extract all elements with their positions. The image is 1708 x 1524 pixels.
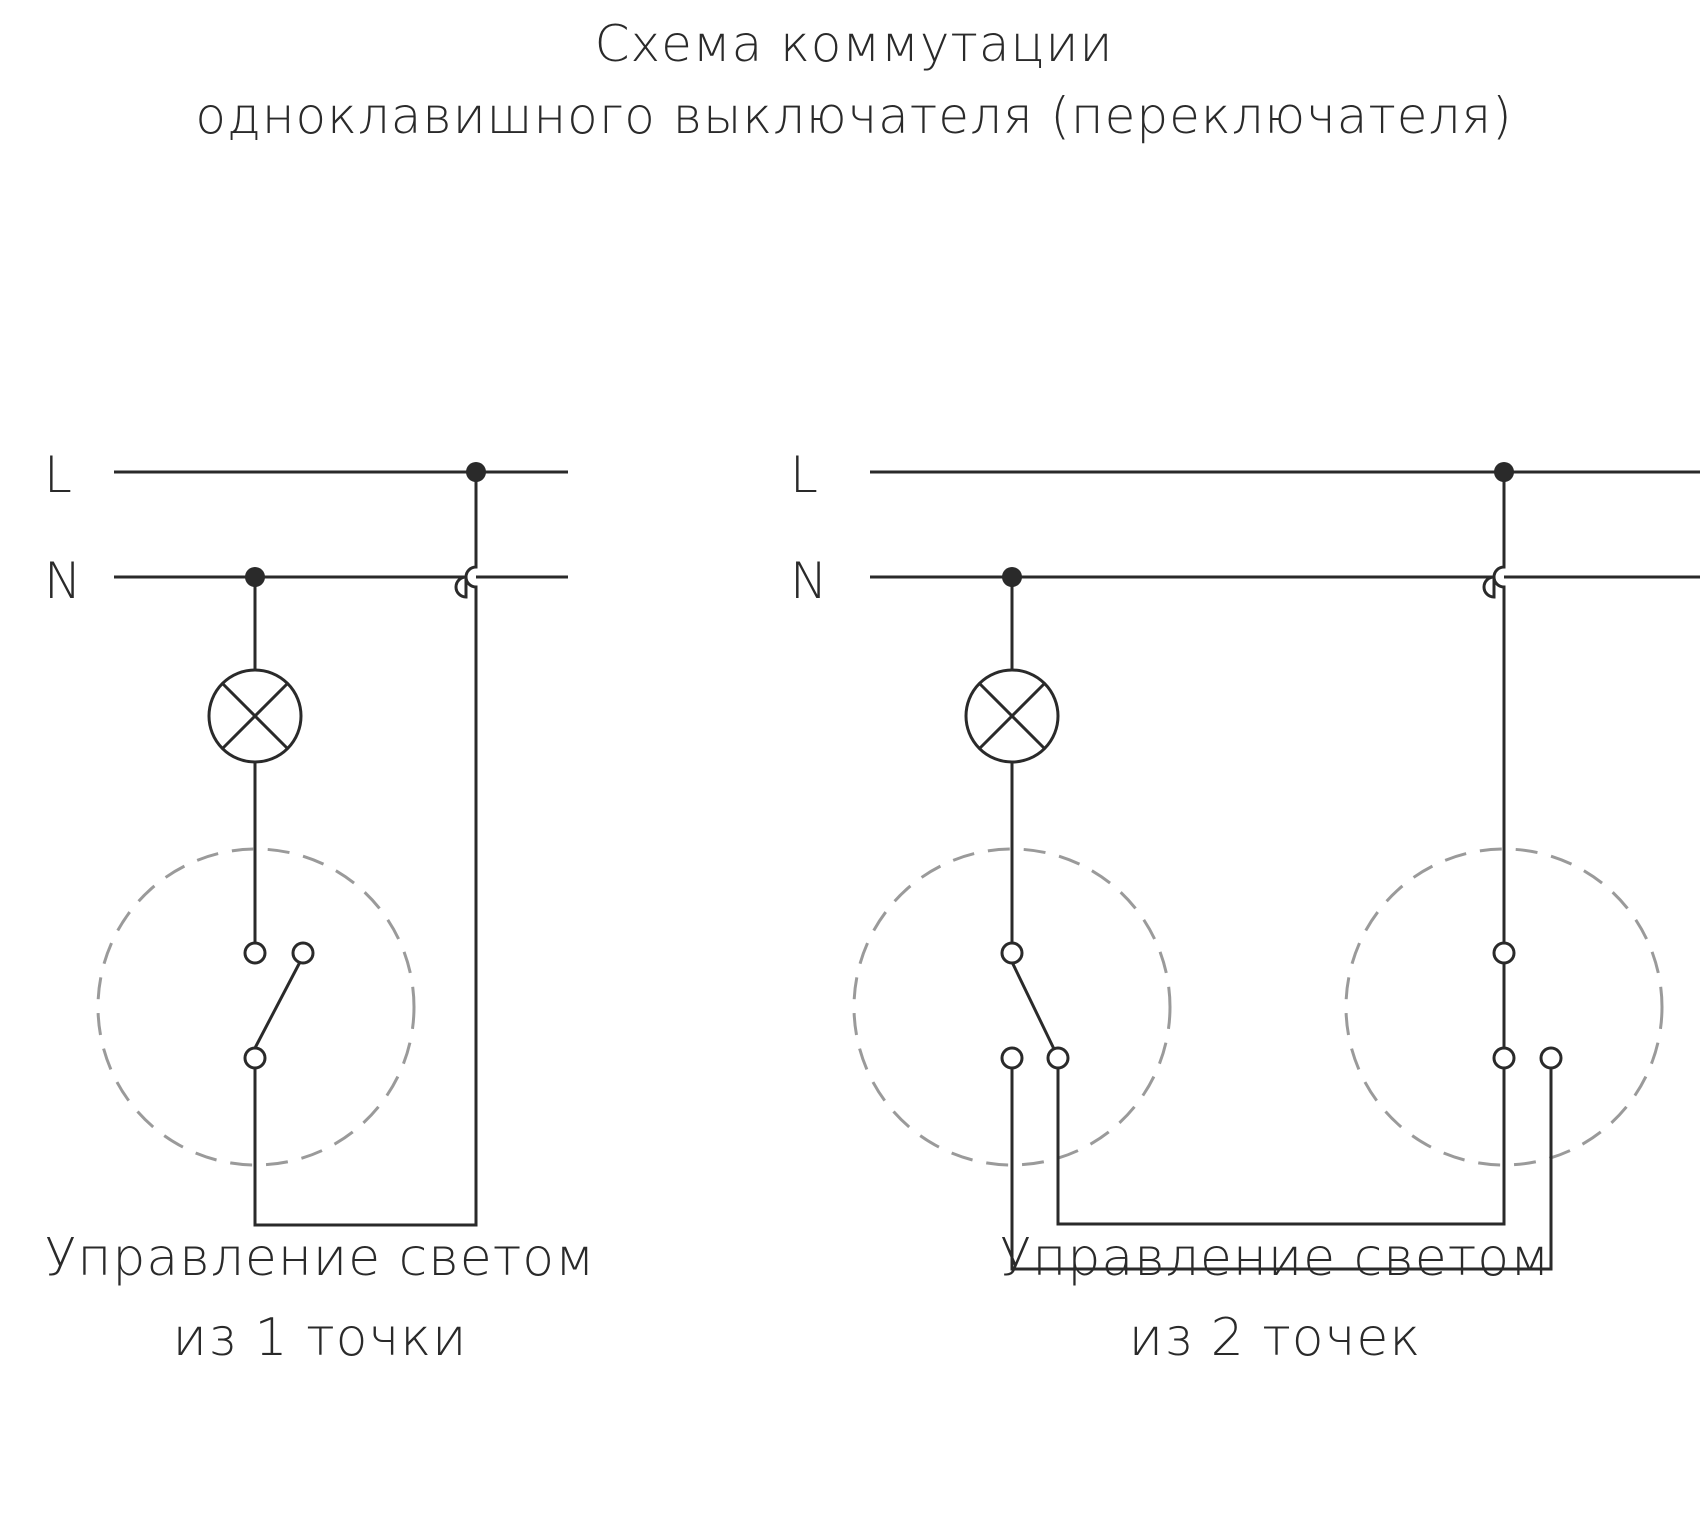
left-neutral-label: N <box>44 552 81 610</box>
title-line-2: одноклавишного выключателя (переключател… <box>195 87 1513 145</box>
left-switch-icon <box>243 941 315 1070</box>
left-caption-line-1: Управление светом <box>44 1228 596 1288</box>
left-switch-outline <box>96 847 416 1167</box>
second-switch-icon <box>1492 941 1563 1070</box>
right-neutral-label: N <box>790 552 827 610</box>
diagram-title: Схема коммутации одноклавишного выключат… <box>0 8 1708 152</box>
right-phase-drop-wire <box>1492 472 1506 942</box>
right-diagram: L N <box>790 446 1700 1271</box>
left-phase-drop-wire <box>253 472 478 1227</box>
left-lamp-icon <box>207 668 303 764</box>
left-caption: Управление светом из 1 точки <box>0 1218 640 1378</box>
right-caption: Управление светом из 2 точек <box>955 1218 1595 1378</box>
title-line-1: Схема коммутации <box>594 15 1114 73</box>
left-phase-label: L <box>44 446 72 504</box>
right-lamp-icon <box>964 668 1060 764</box>
right-neutral-line <box>870 575 1700 599</box>
traveler-wire-inner <box>1056 1068 1506 1226</box>
left-diagram: L N <box>44 446 568 1227</box>
first-switch-icon <box>1000 941 1070 1070</box>
second-switch-outline <box>1344 847 1664 1167</box>
left-neutral-line <box>114 575 568 599</box>
traveler-wire-outer <box>1010 1068 1553 1271</box>
first-switch-outline <box>852 847 1172 1167</box>
left-caption-line-2: из 1 точки <box>172 1308 468 1368</box>
right-phase-label: L <box>790 446 818 504</box>
right-caption-line-1: Управление светом <box>999 1228 1551 1288</box>
right-caption-line-2: из 2 точек <box>1128 1308 1422 1368</box>
